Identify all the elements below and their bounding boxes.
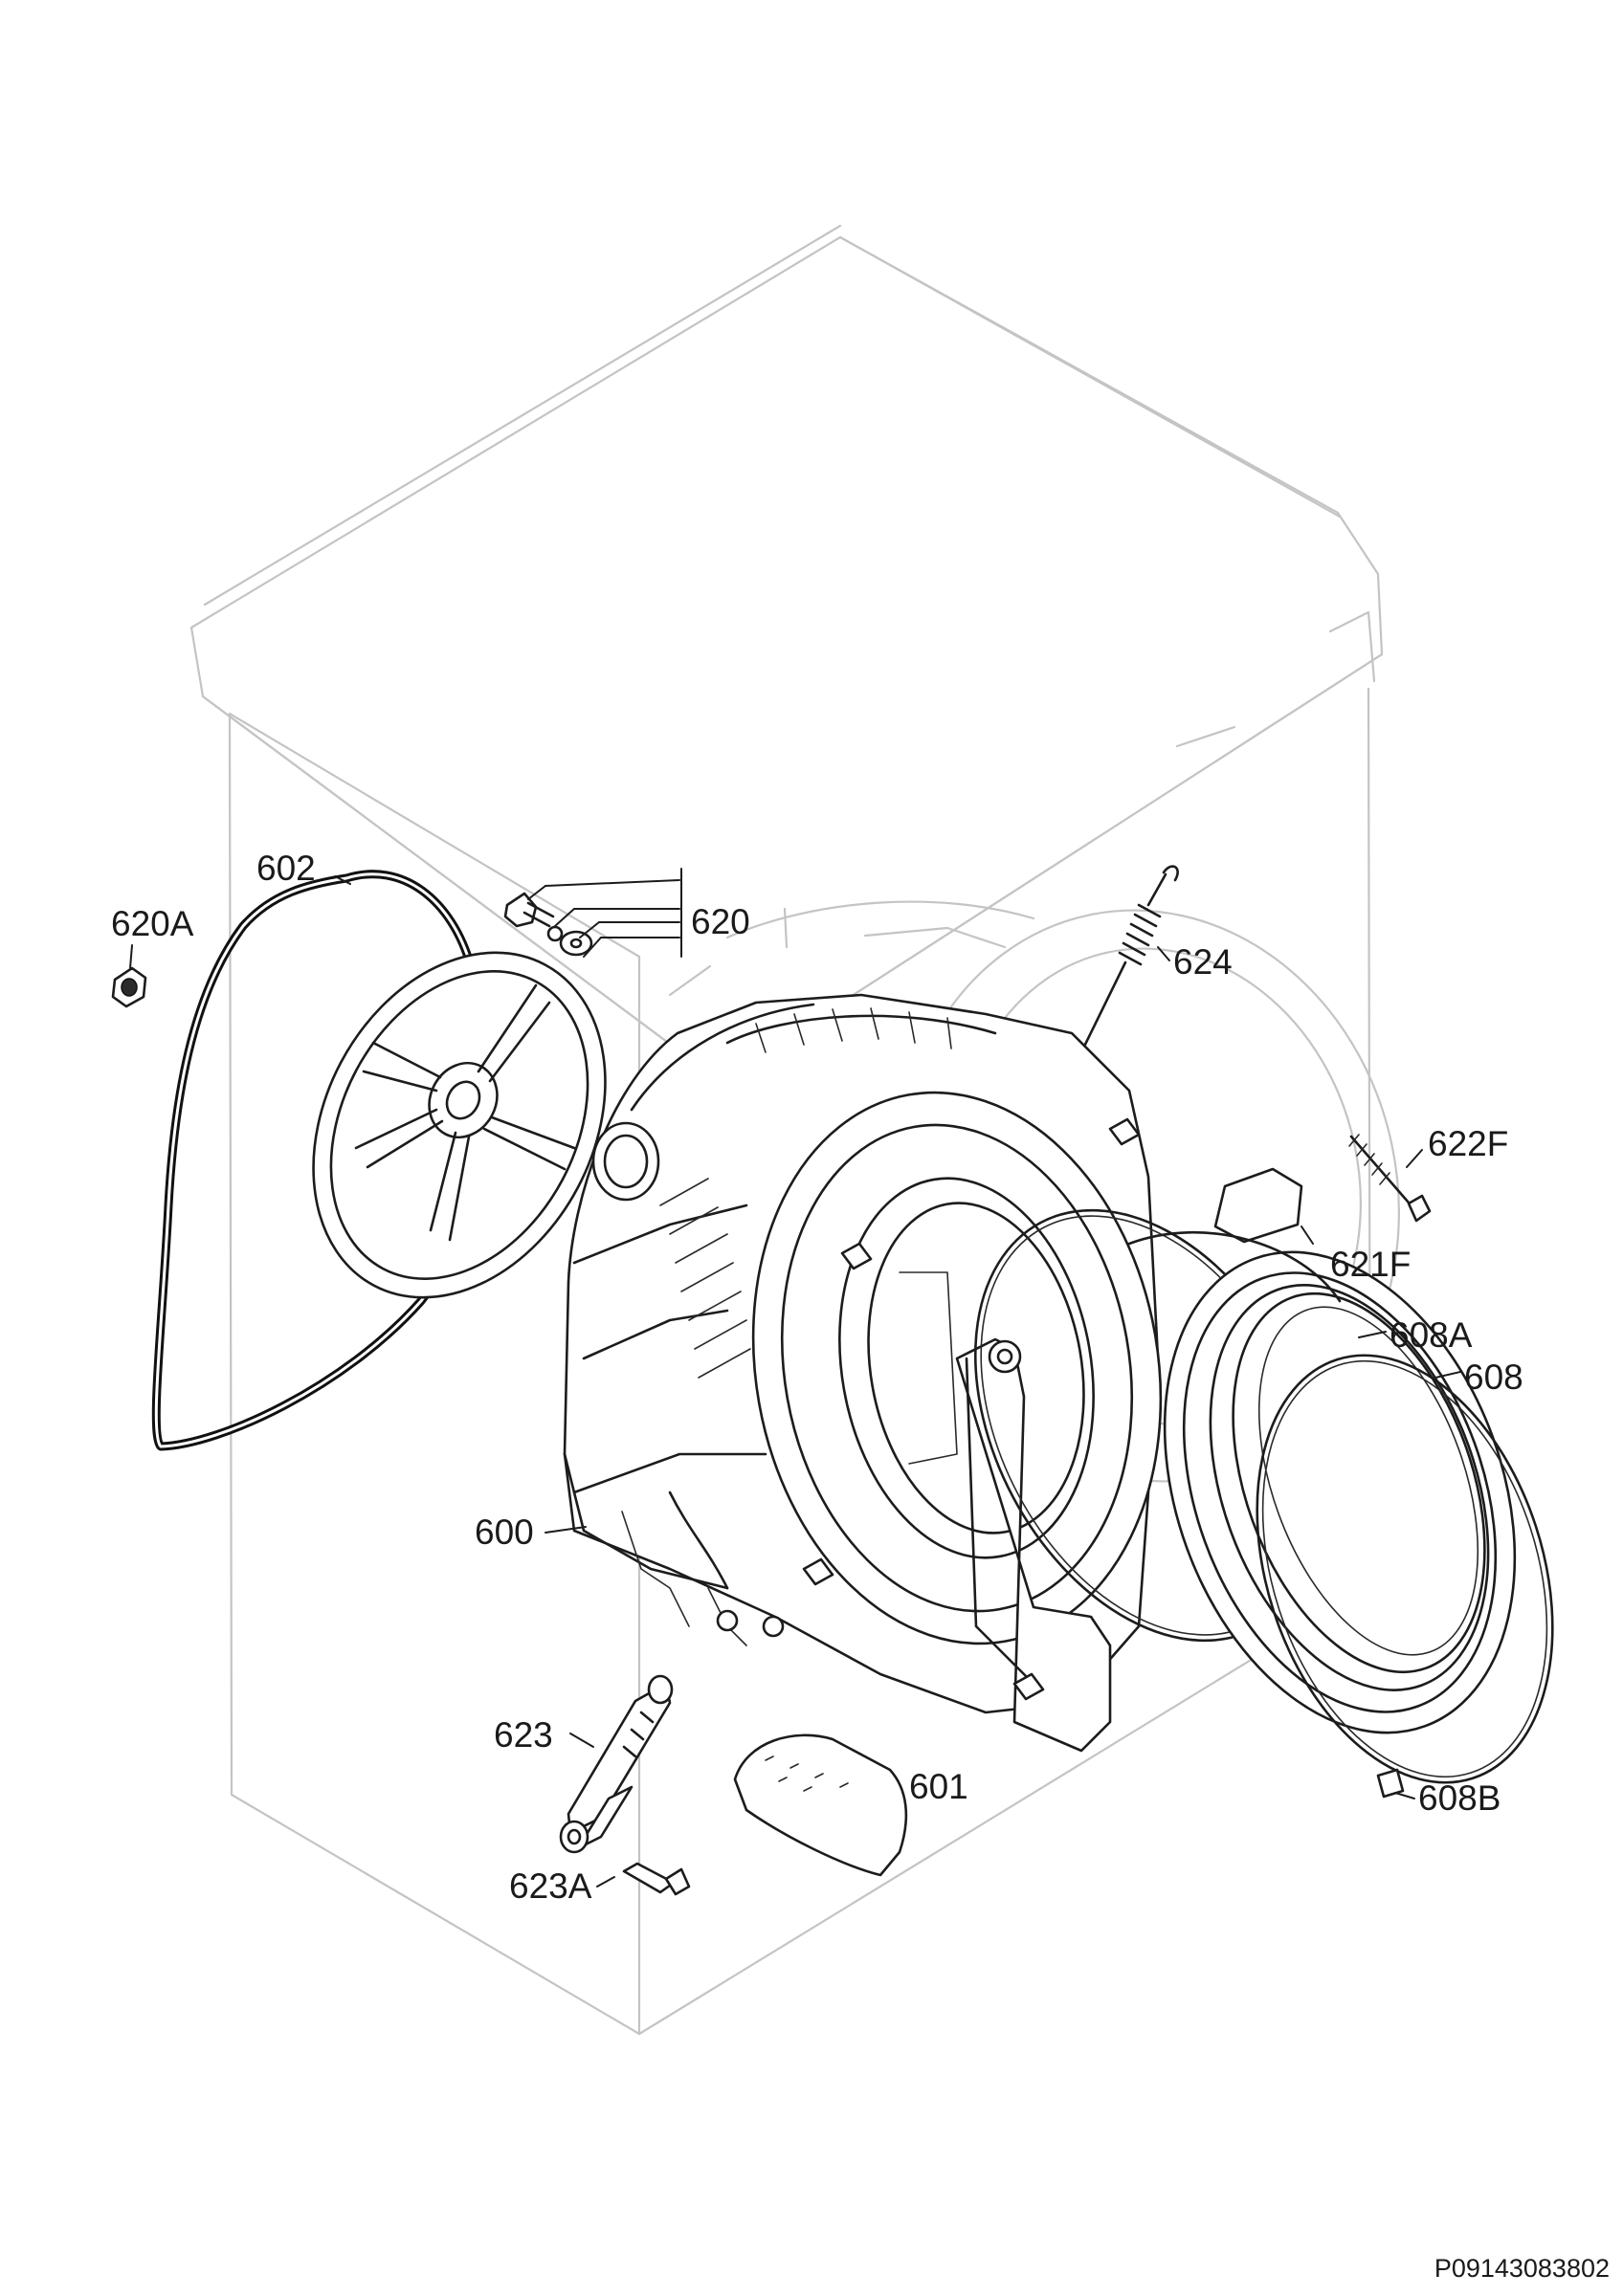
leader-lines [129,868,1461,1888]
document-number: P09143083802 [1434,2254,1610,2283]
label-600: 600 [475,1512,534,1552]
label-620a: 620A [111,904,194,943]
label-601: 601 [909,1767,968,1806]
lifter-601 [733,1733,908,1877]
drum-pulley [312,951,607,1299]
door-seal-608 [1163,1250,1517,1734]
label-602: 602 [256,849,316,888]
part-labels: 620A 602 620 624 622F 621F 608A 608 600 … [111,849,1523,1906]
label-608b: 608B [1418,1778,1501,1818]
screw-622f [1348,1134,1432,1223]
clamp-ring-608a [1127,1231,1342,1303]
label-623a: 623A [509,1866,592,1906]
label-622f: 622F [1428,1124,1508,1163]
clamp-ring-608b [1256,1354,1554,1799]
label-624: 624 [1173,942,1233,982]
label-620: 620 [691,902,750,941]
shock-absorber-623 [559,1674,674,1854]
label-608a: 608A [1390,1315,1473,1355]
label-623: 623 [494,1715,553,1755]
nut-620a [111,966,147,1008]
label-621f: 621F [1330,1245,1411,1284]
pin-623a [622,1862,691,1896]
tub-spring-624 [1075,865,1179,1076]
outer-tub-600 [563,993,1163,1753]
label-608: 608 [1464,1358,1523,1397]
